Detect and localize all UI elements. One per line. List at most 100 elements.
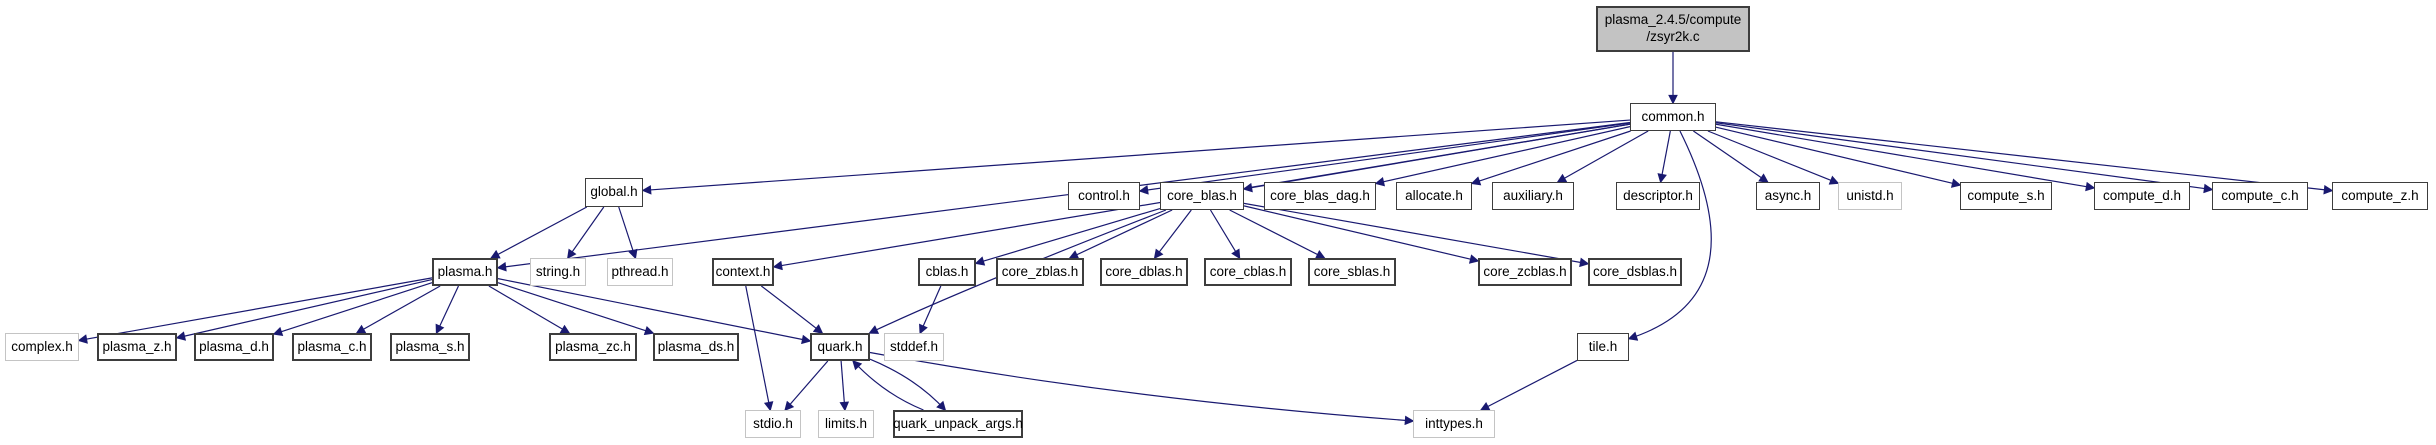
edge-plasma-to-plasma_ds [497,282,655,336]
node-compute_d[interactable]: compute_d.h [2094,182,2190,210]
edge-plasma-to-quark [497,278,812,345]
node-label: compute_s.h [1967,187,2045,203]
node-label: plasma.h [437,263,493,279]
node-label: core_blas_dag.h [1270,187,1370,203]
node-label: quark.h [817,338,863,354]
node-label: control.h [1078,187,1130,203]
edge-tile-to-inttypes [1479,359,1578,411]
edge-common-to-core_blas [1242,123,1631,193]
node-plasma_z[interactable]: plasma_z.h [97,333,177,361]
edge-common-to-tile [1627,130,1712,341]
node-descriptor[interactable]: descriptor.h [1616,182,1700,210]
edge-plasma-to-plasma_c [355,285,441,334]
node-quark[interactable]: quark.h [810,333,870,361]
node-label: compute_z.h [2341,187,2419,203]
node-common[interactable]: common.h [1630,103,1716,131]
node-core_zblas[interactable]: core_zblas.h [996,258,1084,286]
node-plasma_d[interactable]: plasma_d.h [194,333,274,361]
edge-core_blas-to-cblas [974,207,1161,266]
edge-core_blas-to-core_zblas [1068,209,1173,259]
edge-common-to-compute_c [1715,122,2214,194]
node-label: plasma_zc.h [555,338,631,354]
edge-core_blas-to-core_cblas [1209,209,1241,260]
node-string: string.h [530,258,586,286]
node-label: unistd.h [1846,187,1894,203]
node-label: stddef.h [889,338,939,354]
node-unistd: unistd.h [1838,182,1902,210]
node-allocate[interactable]: allocate.h [1396,182,1472,210]
edge-core_blas-to-core_dblas [1153,209,1192,260]
edge-core_blas-to-core_sblas [1229,209,1326,259]
node-core_blas[interactable]: core_blas.h [1160,182,1244,210]
node-label: inttypes.h [1425,415,1483,431]
edge-common-to-auxiliary [1556,130,1649,183]
node-label: pthread.h [611,263,669,279]
node-core_blas_dag[interactable]: core_blas_dag.h [1264,182,1376,210]
node-label: plasma_d.h [199,338,269,354]
node-context[interactable]: context.h [712,258,774,286]
node-label: plasma_z.h [102,338,172,354]
node-control[interactable]: control.h [1068,182,1140,210]
node-plasma_s[interactable]: plasma_s.h [390,333,470,361]
node-label: core_zcblas.h [1483,263,1567,279]
node-label: common.h [1641,108,1705,124]
node-core_sblas[interactable]: core_sblas.h [1308,258,1396,286]
node-label: string.h [535,263,581,279]
node-label: core_zblas.h [1001,263,1079,279]
node-cblas[interactable]: cblas.h [918,258,976,286]
node-compute_s[interactable]: compute_s.h [1960,182,2052,210]
node-plasma_ds[interactable]: plasma_ds.h [653,333,739,361]
node-stddef: stddef.h [884,333,944,361]
node-label: tile.h [1588,338,1618,354]
edge-core_blas-to-core_dsblas [1243,202,1590,268]
node-complex: complex.h [5,333,79,361]
node-async[interactable]: async.h [1756,182,1820,210]
node-limits: limits.h [818,410,874,438]
node-label: core_sblas.h [1313,263,1391,279]
edge-common-to-unistd [1707,130,1840,185]
edge-quark-to-limits [839,360,850,412]
edge-plasma-to-plasma_s [435,285,460,335]
edge-plasma-to-complex [77,277,433,344]
node-plasma_zc[interactable]: plasma_zc.h [549,333,637,361]
edge-context-to-stdio [745,285,774,412]
node-label: plasma_2.4.5/compute /zsyr2k.c [1604,12,1742,44]
edge-quark-to-quark_unpack_args [869,358,947,412]
node-plasma_c[interactable]: plasma_c.h [292,333,372,361]
edge-quark-to-inttypes [869,351,1415,426]
node-core_cblas[interactable]: core_cblas.h [1204,258,1292,286]
node-stdio: stdio.h [745,410,801,438]
node-global[interactable]: global.h [585,178,643,207]
edge-common-to-async [1693,130,1769,183]
edge-quark_unpack_args-to-quark [852,359,924,411]
node-label: auxiliary.h [1503,187,1563,203]
edge-core_blas-to-core_zcblas [1243,205,1480,264]
node-tile[interactable]: tile.h [1577,333,1629,361]
node-compute_c[interactable]: compute_c.h [2212,182,2308,210]
node-quark_unpack_args[interactable]: quark_unpack_args.h [893,410,1023,438]
node-label: limits.h [824,415,867,431]
edge-plasma-to-plasma_z [175,278,433,341]
node-label: plasma_ds.h [657,338,735,354]
edge-plasma-to-plasma_zc [488,285,571,334]
node-label: descriptor.h [1623,187,1693,203]
node-core_dsblas[interactable]: core_dsblas.h [1588,258,1682,286]
node-core_dblas[interactable]: core_dblas.h [1100,258,1188,286]
edge-context-to-quark [760,285,824,334]
node-label: core_cblas.h [1209,263,1287,279]
node-zsyr2k: plasma_2.4.5/compute /zsyr2k.c [1596,6,1750,52]
node-compute_z[interactable]: compute_z.h [2332,182,2428,210]
node-core_zcblas[interactable]: core_zcblas.h [1478,258,1572,286]
node-inttypes: inttypes.h [1413,410,1495,438]
node-auxiliary[interactable]: auxiliary.h [1492,182,1574,210]
node-label: core_blas.h [1167,187,1237,203]
node-label: global.h [590,184,638,200]
edge-global-to-plasma [489,206,588,259]
node-label: quark_unpack_args.h [893,415,1023,431]
edge-global-to-pthread [618,206,638,260]
edge-common-to-global [641,119,1631,195]
node-label: plasma_s.h [395,338,465,354]
node-plasma[interactable]: plasma.h [432,258,498,286]
